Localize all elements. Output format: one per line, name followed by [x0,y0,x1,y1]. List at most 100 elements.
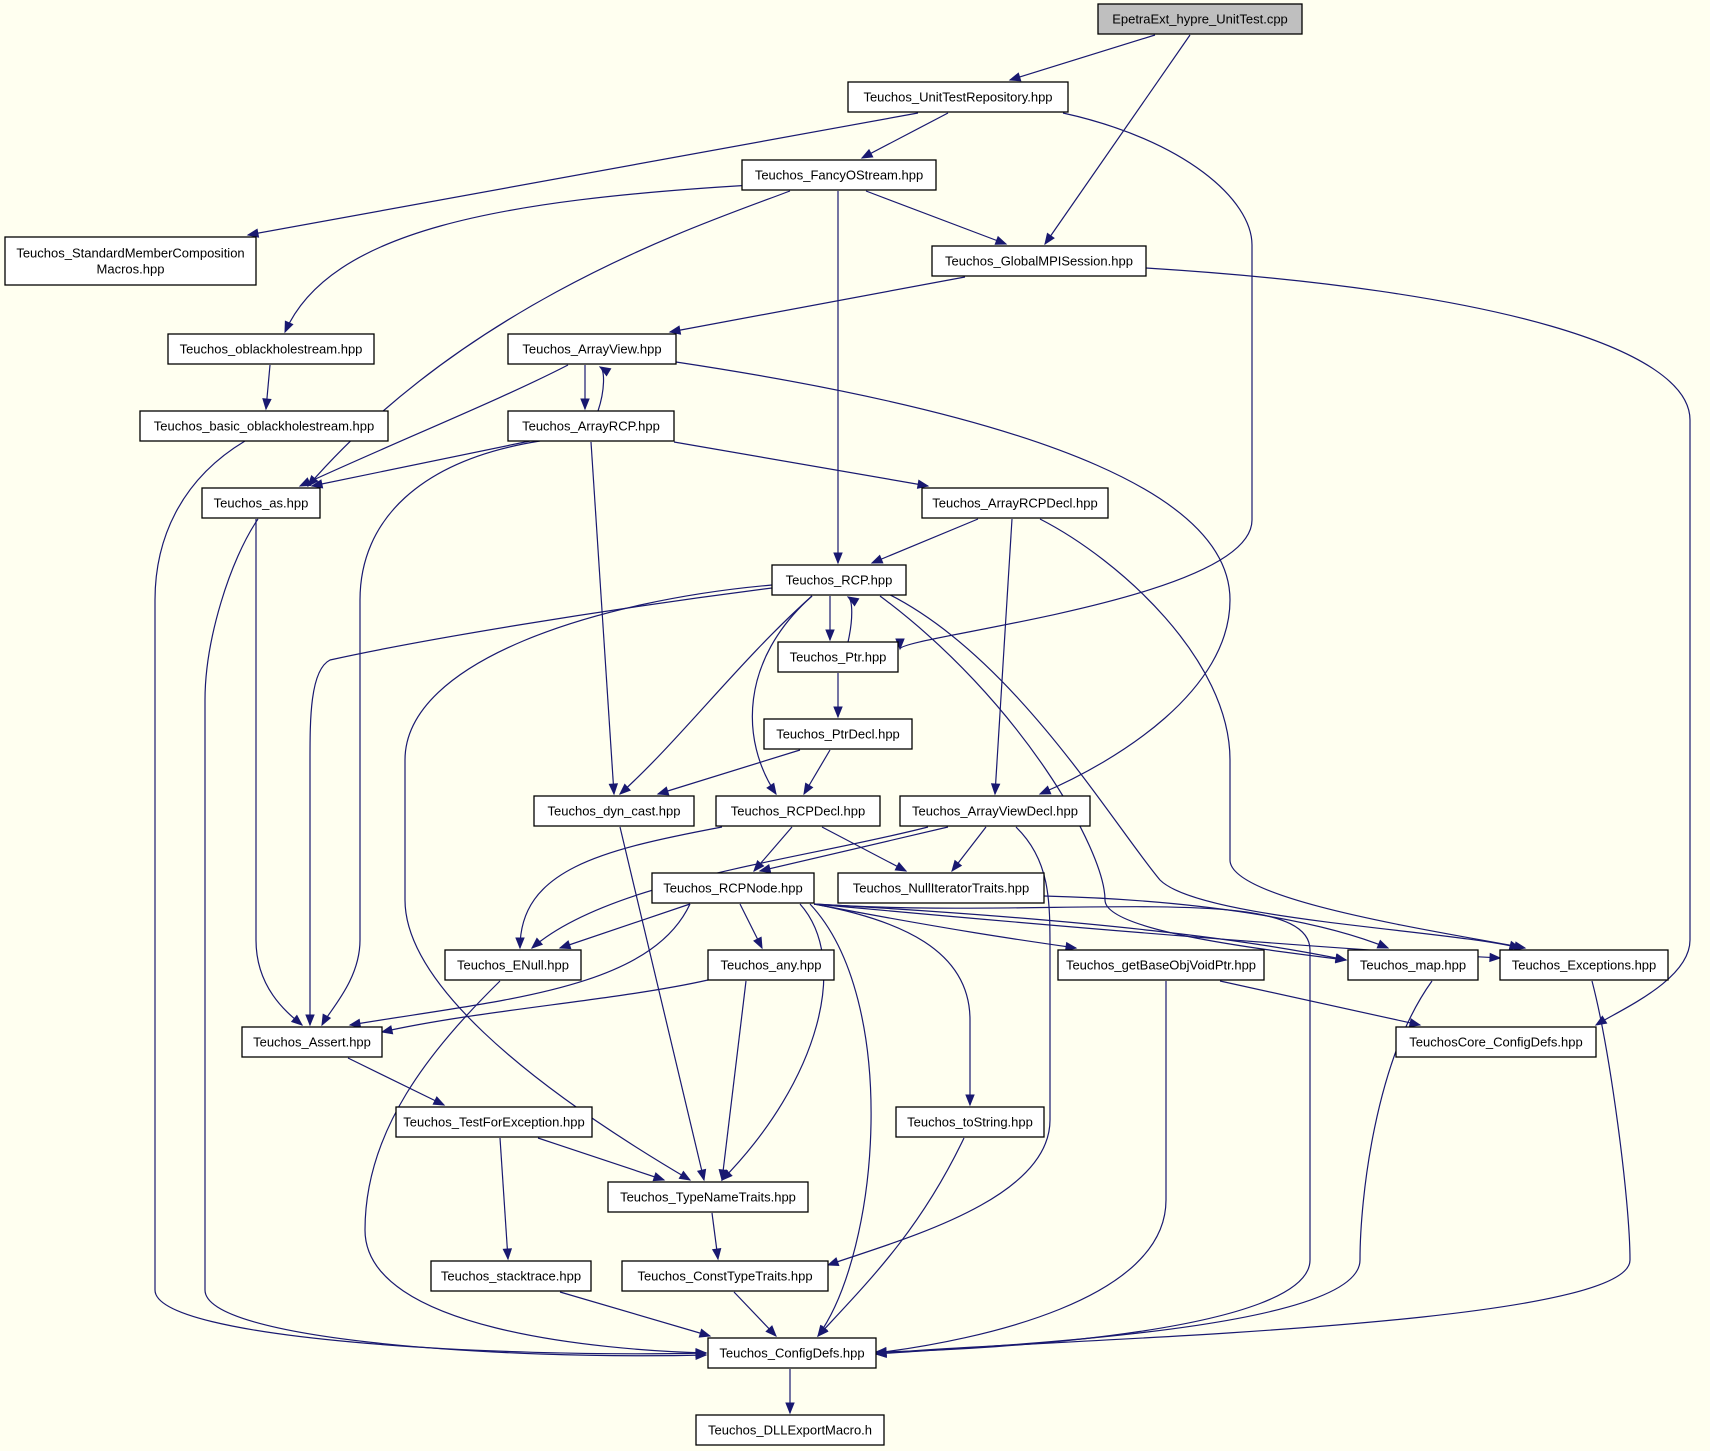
edge-line [1219,980,1421,1026]
node-label: Teuchos_NullIteratorTraits.hpp [853,881,1030,896]
edge-stacktrace-to-configdefs [559,1291,712,1338]
node-label: Teuchos_stacktrace.hpp [441,1269,581,1284]
edge-fancy-to-globalmpi [865,190,1008,245]
node-arrayviewdecl[interactable]: Teuchos_ArrayViewDecl.hpp [899,795,1091,827]
edge-arrowhead [718,1169,728,1182]
node-dyncast[interactable]: Teuchos_dyn_cast.hpp [533,795,695,827]
node-map[interactable]: Teuchos_map.hpp [1347,949,1479,981]
node-box [895,1106,1045,1138]
edge-arrowhead [753,936,763,950]
node-fancy[interactable]: Teuchos_FancyOStream.hpp [741,159,937,191]
edge-arrowhead [817,1325,829,1337]
edge-arrayrcpdecl-to-exceptions [1039,518,1527,951]
node-basicoblack[interactable]: Teuchos_basic_oblackholestream.hpp [139,410,389,442]
node-box [847,81,1069,113]
node-label: Teuchos_ConstTypeTraits.hpp [637,1269,812,1284]
edge-arrowhead [894,861,908,872]
edge-arrowhead [766,782,777,796]
edge-arrayrcpdecl-to-arrayviewdecl [990,518,1013,796]
edge-line [813,903,1347,961]
node-box [507,333,677,365]
node-rcpnode[interactable]: Teuchos_RCPNode.hpp [651,872,815,904]
node-stacktrace[interactable]: Teuchos_stacktrace.hpp [430,1260,592,1292]
edge-line [1039,518,1526,949]
edge-arrowhead [668,325,682,335]
node-rcp[interactable]: Teuchos_RCP.hpp [771,564,907,596]
node-label: Teuchos_PtrDecl.hpp [776,727,900,742]
node-assert[interactable]: Teuchos_Assert.hpp [241,1026,383,1058]
node-label: Macros.hpp [97,262,165,277]
node-root[interactable]: EpetraExt_hypre_UnitTest.cpp [1097,3,1303,35]
node-testfor[interactable]: Teuchos_TestForException.hpp [395,1106,593,1138]
edge-line [499,1137,509,1260]
node-box [621,1260,829,1292]
node-stdmember[interactable]: Teuchos_StandardMemberCompositionMacros.… [4,236,257,286]
node-any[interactable]: Teuchos_any.hpp [707,949,835,981]
node-coreconfig[interactable]: TeuchosCore_ConfigDefs.hpp [1395,1026,1597,1058]
edge-line [559,903,691,949]
edge-ptr-to-rcp [846,596,860,643]
edge-exceptions-to-configdefs [874,980,1631,1358]
edge-line [669,276,966,333]
node-arrayrcpdecl[interactable]: Teuchos_ArrayRCPDecl.hpp [921,487,1109,519]
edge-arrayviewdecl-to-consttype [826,826,1051,1267]
node-label: Teuchos_RCP.hpp [786,573,893,588]
edge-arrowhead [826,1257,840,1267]
node-getbase[interactable]: Teuchos_getBaseObjVoidPtr.hpp [1057,949,1265,981]
edge-arrowhead [515,937,525,950]
node-box [741,159,937,191]
edge-arrayview-to-arrayrcp [580,365,590,411]
node-enull[interactable]: Teuchos_ENull.hpp [444,949,582,981]
edge-line [813,903,1077,949]
node-typename[interactable]: Teuchos_TypeNameTraits.hpp [607,1181,809,1213]
node-arrayview[interactable]: Teuchos_ArrayView.hpp [507,333,677,365]
node-ptrdecl[interactable]: Teuchos_PtrDecl.hpp [763,718,913,750]
node-globalmpi[interactable]: Teuchos_GlobalMPISession.hpp [931,245,1147,277]
edge-tostring-to-configdefs [817,1137,965,1337]
edge-arrowhead [290,1014,304,1026]
edge-arrowhead [380,1025,394,1035]
edge-line [1145,267,1691,1026]
edge-any-to-typename [718,980,747,1182]
edge-enull-to-configdefs [364,980,708,1358]
edge-rcpnode-to-tostring [813,903,975,1107]
node-box [4,236,257,286]
node-rcpdecl[interactable]: Teuchos_RCPDecl.hpp [715,795,881,827]
edge-ptrdecl-to-dyncast [656,749,801,796]
node-exceptions[interactable]: Teuchos_Exceptions.hpp [1499,949,1669,981]
edge-arrayrcp-to-arrayview [597,366,612,412]
node-box [707,949,835,981]
node-box [931,245,1147,277]
node-dllexport[interactable]: Teuchos_DLLExportMacro.h [695,1414,885,1446]
node-configdefs[interactable]: Teuchos_ConfigDefs.hpp [707,1337,877,1369]
node-arrayrcp[interactable]: Teuchos_ArrayRCP.hpp [507,410,675,442]
edge-arrowhead [994,235,1008,245]
edge-arrayrcpdecl-to-rcp [870,518,979,564]
node-consttype[interactable]: Teuchos_ConstTypeTraits.hpp [621,1260,829,1292]
edge-line [751,595,813,795]
node-nulliter[interactable]: Teuchos_NullIteratorTraits.hpp [837,872,1045,904]
node-box [167,333,375,365]
edge-line [299,364,569,487]
edge-getbase-to-coreconfig [1219,980,1422,1028]
edge-arrowhead [305,1014,315,1027]
edge-line [675,361,1231,795]
edge-rcpnode-to-assert [348,903,691,1028]
edge-line [871,518,979,564]
edge-arrayrcp-to-assert [321,440,541,1027]
edge-line [827,826,1051,1266]
edge-line [154,440,707,1355]
edge-arrowhead [348,1018,362,1028]
edge-line [875,981,1167,1354]
edge-rcpnode-to-getbase [813,903,1078,952]
edge-line [311,440,531,487]
node-label: Teuchos_ArrayView.hpp [522,342,661,357]
node-tostring[interactable]: Teuchos_toString.hpp [895,1106,1045,1138]
node-unittestrepo[interactable]: Teuchos_UnitTestRepository.hpp [847,81,1069,113]
node-box [241,1026,383,1058]
node-box [763,718,913,750]
node-as[interactable]: Teuchos_as.hpp [201,487,321,519]
edge-arrayview-to-as [298,364,569,487]
node-oblack[interactable]: Teuchos_oblackholestream.hpp [167,333,375,365]
node-ptr[interactable]: Teuchos_Ptr.hpp [777,641,899,673]
